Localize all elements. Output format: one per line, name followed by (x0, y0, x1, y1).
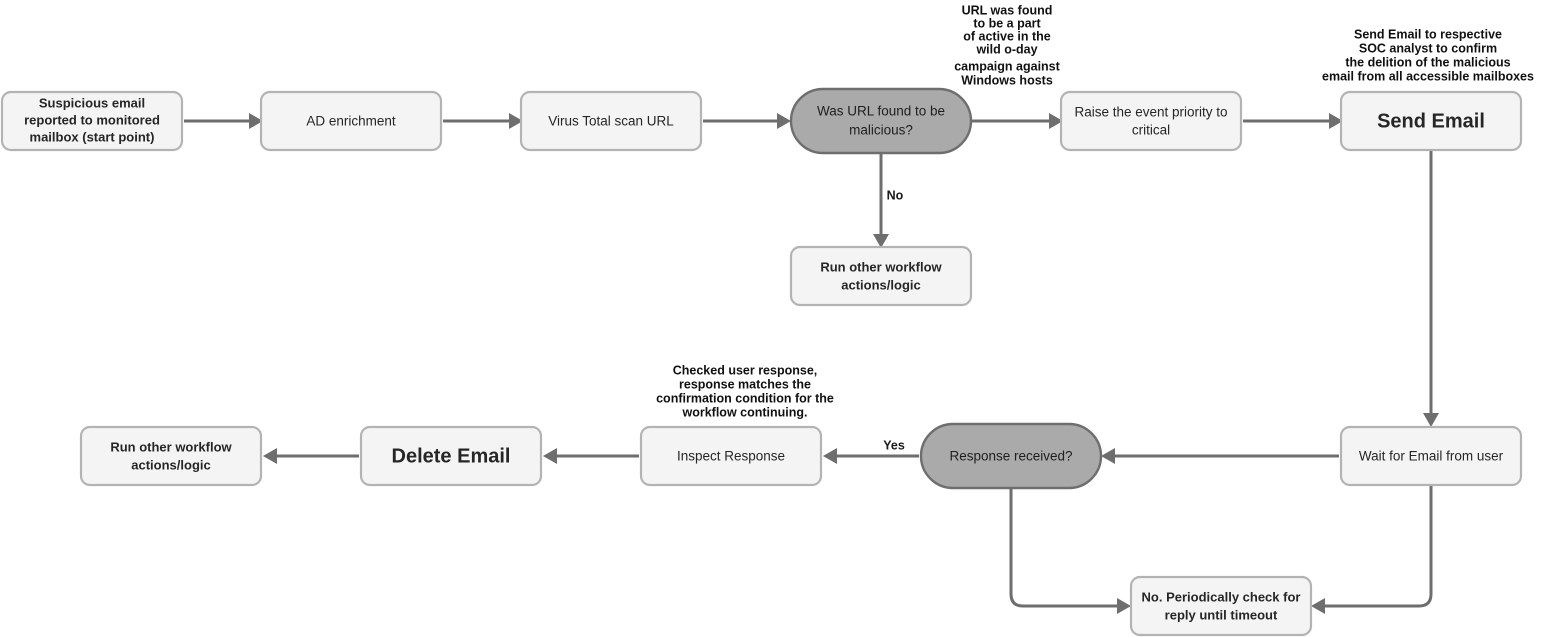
node-run-other-workflow-top[interactable]: Run other workflow actions/logic (789, 245, 973, 307)
node-virus-total-scan-url[interactable]: Virus Total scan URL (519, 90, 703, 152)
node-wait-for-email[interactable]: Wait for Email from user (1339, 425, 1523, 487)
annotation-zero-day-campaign-note: URL was found to be a part of active in … (954, 3, 1060, 87)
node-periodically-check-shape[interactable] (1129, 575, 1313, 637)
node-run-other-workflow-bottom-line-1: actions/logic (131, 457, 210, 472)
node-wait-for-email-label: Wait for Email from user (1359, 449, 1504, 464)
node-inspect-response[interactable]: Inspect Response (639, 425, 823, 487)
node-inspect-response-label: Inspect Response (677, 449, 785, 464)
node-layer: Suspicious email reported to monitored m… (0, 87, 1523, 637)
annotation-zero-day-line-3: wild o-day (975, 42, 1037, 56)
node-periodically-check-line-1: reply until timeout (1165, 607, 1278, 622)
annotation-checked-line-2: confirmation condition for the (656, 391, 834, 405)
node-run-other-workflow-top-shape[interactable] (789, 245, 973, 307)
node-send-email[interactable]: Send Email (1339, 90, 1523, 152)
annotation-soc-line-2: the delition of the malicious (1345, 55, 1510, 69)
edge-wait-for-email-to-periodic-check (1311, 486, 1433, 614)
node-delete-email-shape[interactable] (359, 425, 543, 487)
node-run-other-workflow-top-line-1: actions/logic (841, 277, 920, 292)
edge-raise-priority-to-send-email (1243, 113, 1343, 129)
edge-layer: No Yes (184, 113, 1439, 614)
annotation-soc-line-3: email from all accessible mailboxes (1322, 69, 1534, 83)
annotation-soc-line-1: SOC analyst to confirm (1359, 41, 1497, 55)
node-ad-enrichment-label: AD enrichment (306, 114, 396, 129)
node-was-url-malicious[interactable]: Was URL found to be malicious? (789, 87, 973, 155)
edge-delete-email-to-run-other-workflow (263, 448, 359, 464)
annotation-checked-user-response-note: Checked user response, response matches … (656, 363, 834, 419)
node-raise-priority[interactable]: Raise the event priority to critical (1059, 90, 1243, 152)
annotation-zero-day-line-0: URL was found (962, 3, 1053, 17)
node-ad-enrichment[interactable]: AD enrichment (259, 90, 443, 152)
edge-start-to-ad-enrichment (184, 113, 263, 129)
annotation-checked-line-3: workflow continuing. (682, 405, 808, 419)
node-raise-priority-line-1: critical (1132, 123, 1170, 138)
node-was-url-malicious-line-1: malicious? (849, 123, 913, 138)
annotation-layer: URL was found to be a part of active in … (656, 3, 1534, 419)
node-wait-for-email-shape[interactable] (1339, 425, 1523, 487)
node-response-received[interactable]: Response received? (919, 422, 1103, 490)
node-response-received-label: Response received? (949, 449, 1072, 464)
node-ad-enrichment-shape[interactable] (259, 90, 443, 152)
node-was-url-malicious-shape[interactable] (789, 87, 973, 155)
node-run-other-workflow-bottom-shape[interactable] (79, 425, 263, 487)
annotation-checked-line-1: response matches the (679, 377, 811, 391)
annotation-zero-day-line-4: campaign against (954, 59, 1060, 73)
node-run-other-workflow-top-line-0: Run other workflow (820, 259, 942, 274)
node-response-received-shape[interactable] (919, 422, 1103, 490)
annotation-soc-line-0: Send Email to respective (1354, 27, 1502, 41)
annotation-zero-day-line-1: to be a part (973, 16, 1041, 30)
edge-send-email-to-wait-for-email (1423, 151, 1439, 427)
node-start[interactable]: Suspicious email reported to monitored m… (0, 90, 184, 152)
edge-label-no: No (887, 188, 904, 202)
edge-decision-to-raise-priority (971, 113, 1063, 129)
edge-ad-enrichment-to-virus-total (443, 113, 523, 129)
edge-virus-total-to-decision (703, 113, 791, 129)
annotation-zero-day-line-5: Windows hosts (961, 73, 1053, 87)
node-start-line-0: Suspicious email (39, 95, 145, 110)
node-send-email-shape[interactable] (1339, 90, 1523, 152)
node-raise-priority-line-0: Raise the event priority to (1074, 105, 1227, 120)
node-start-shape[interactable] (0, 90, 184, 152)
node-raise-priority-shape[interactable] (1059, 90, 1243, 152)
annotation-soc-analyst-confirmation-note: Send Email to respective SOC analyst to … (1322, 27, 1534, 83)
edge-response-received-yes-to-inspect: Yes (823, 438, 919, 464)
node-periodically-check[interactable]: No. Periodically check for reply until t… (1129, 575, 1313, 637)
edge-wait-for-email-to-response-received (1101, 448, 1339, 464)
node-start-line-1: reported to monitored (24, 112, 160, 127)
edge-decision-no-to-run-other-workflow: No (873, 153, 904, 248)
node-inspect-response-shape[interactable] (639, 425, 823, 487)
node-send-email-label: Send Email (1377, 110, 1485, 132)
node-virus-total-scan-url-shape[interactable] (519, 90, 703, 152)
node-start-line-2: mailbox (start point) (30, 129, 155, 144)
edge-inspect-to-delete-email (543, 448, 639, 464)
node-run-other-workflow-bottom-line-0: Run other workflow (110, 439, 232, 454)
node-was-url-malicious-line-0: Was URL found to be (817, 104, 945, 119)
node-delete-email-label: Delete Email (392, 445, 511, 467)
edge-response-received-no-to-periodic-check (1009, 488, 1131, 614)
node-delete-email[interactable]: Delete Email (359, 425, 543, 487)
node-periodically-check-line-0: No. Periodically check for (1142, 589, 1301, 604)
node-virus-total-scan-url-label: Virus Total scan URL (548, 114, 674, 129)
edge-label-yes: Yes (883, 438, 905, 452)
annotation-checked-line-0: Checked user response, (673, 363, 818, 377)
annotation-zero-day-line-2: of active in the (963, 29, 1051, 43)
node-run-other-workflow-bottom[interactable]: Run other workflow actions/logic (79, 425, 263, 487)
